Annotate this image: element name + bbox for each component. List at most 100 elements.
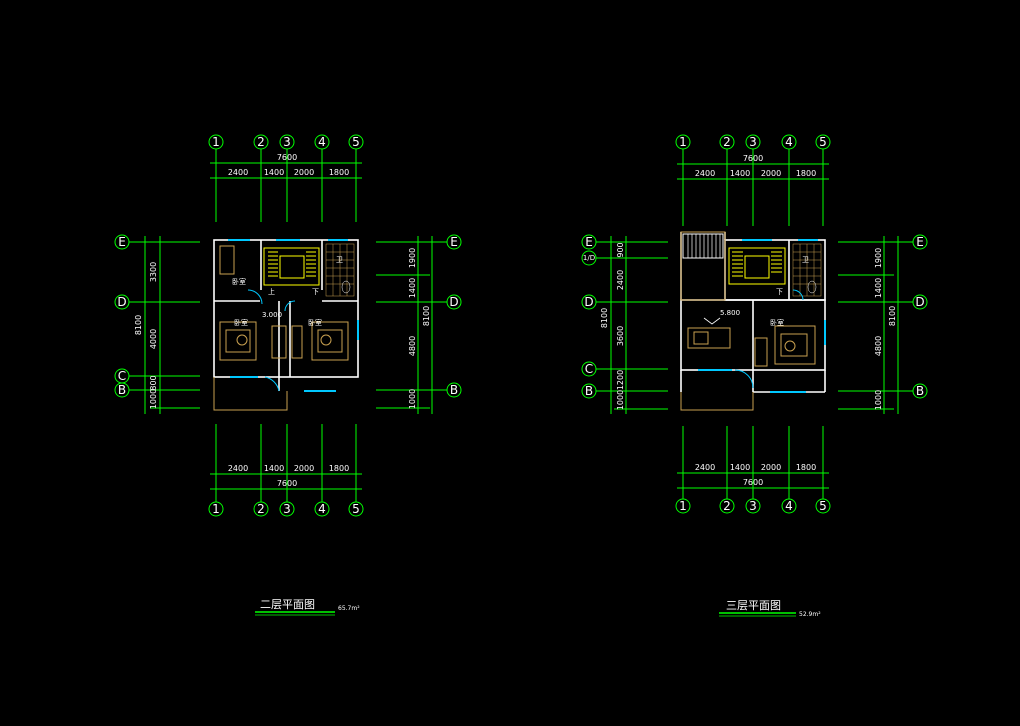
axis-label-1-bottom: 1 bbox=[212, 502, 220, 516]
dim-right-4: 1000 bbox=[408, 389, 417, 409]
dim-seg-top-2: 1400 bbox=[264, 168, 284, 177]
dim-left-total: 8100 bbox=[600, 308, 609, 328]
axis-label-E-left: E bbox=[118, 235, 126, 249]
plan-title: 二层平面图 bbox=[260, 598, 315, 611]
room-label-bedroom-2: 卧室 bbox=[234, 318, 248, 327]
plan-title: 三层平面图 bbox=[726, 599, 781, 612]
balcony bbox=[213, 377, 288, 411]
dim-left-3: 3600 bbox=[616, 326, 625, 346]
dim-seg-top-4: 1800 bbox=[796, 169, 816, 178]
dim-seg-bottom-2: 1400 bbox=[264, 464, 284, 473]
room-label-bathroom: 卫 bbox=[802, 256, 809, 264]
axis-label-1: 1 bbox=[679, 135, 687, 149]
axis-label-D-left: D bbox=[117, 295, 126, 309]
dim-total-bottom: 7600 bbox=[277, 479, 297, 488]
dim-right-4: 1000 bbox=[874, 390, 883, 410]
dim-seg-bottom-3: 2000 bbox=[761, 463, 781, 472]
axis-label-1D-left: 1/D bbox=[583, 254, 595, 262]
plan-second-floor: 1 2 3 4 5 1 2 3 4 5 E D C B E D B bbox=[114, 134, 462, 616]
axis-label-2: 2 bbox=[257, 135, 265, 149]
axis-label-C-left: C bbox=[118, 369, 126, 383]
dim-seg-bottom-1: 2400 bbox=[228, 464, 248, 473]
axis-label-5-bottom: 5 bbox=[352, 502, 360, 516]
axis-label-C-left: C bbox=[585, 362, 593, 376]
dim-right-2: 1400 bbox=[874, 278, 883, 298]
stair bbox=[263, 247, 320, 286]
dim-seg-top-2: 1400 bbox=[730, 169, 750, 178]
dim-left-total: 8100 bbox=[134, 315, 143, 335]
dim-seg-bottom-4: 1800 bbox=[796, 463, 816, 472]
terrace bbox=[680, 231, 754, 411]
dim-right-3: 4800 bbox=[408, 336, 417, 356]
dim-total-bottom: 7600 bbox=[743, 478, 763, 487]
axis-label-E-left: E bbox=[585, 235, 593, 249]
level-mark: 3.000 bbox=[262, 311, 282, 319]
stair-up-label: 上 bbox=[268, 287, 275, 296]
dim-seg-top-1: 2400 bbox=[228, 168, 248, 177]
dim-seg-top-1: 2400 bbox=[695, 169, 715, 178]
dim-total-top: 7600 bbox=[277, 153, 297, 162]
axis-label-D-left: D bbox=[584, 295, 593, 309]
dim-right-3: 4800 bbox=[874, 336, 883, 356]
dim-left-2: 2400 bbox=[616, 270, 625, 290]
dim-seg-top-3: 2000 bbox=[294, 168, 314, 177]
axis-label-2-bottom: 2 bbox=[723, 499, 731, 513]
dim-right-total: 8100 bbox=[888, 306, 897, 326]
dim-seg-bottom-3: 2000 bbox=[294, 464, 314, 473]
axis-label-D-right: D bbox=[449, 295, 458, 309]
dim-seg-bottom-4: 1800 bbox=[329, 464, 349, 473]
dim-right-2: 1400 bbox=[408, 278, 417, 298]
axis-label-3: 3 bbox=[749, 135, 757, 149]
axis-label-5: 5 bbox=[352, 135, 360, 149]
dim-left-1: 3300 bbox=[149, 262, 158, 282]
dim-left-1: 900 bbox=[616, 242, 625, 257]
axis-label-2-bottom: 2 bbox=[257, 502, 265, 516]
axis-label-3-bottom: 3 bbox=[283, 502, 291, 516]
doors bbox=[734, 289, 804, 389]
level-marker bbox=[703, 317, 721, 325]
dim-left-4: 1000 bbox=[149, 389, 158, 409]
axis-label-1-bottom: 1 bbox=[679, 499, 687, 513]
dim-right-1: 1900 bbox=[874, 248, 883, 268]
bathroom-tiles bbox=[792, 243, 822, 297]
room-label-bedroom: 卧室 bbox=[770, 318, 784, 327]
plan-area: 65.7m² bbox=[338, 605, 360, 612]
doors bbox=[247, 289, 296, 392]
room-label-bathroom: 卫 bbox=[336, 256, 343, 264]
axis-label-4: 4 bbox=[785, 135, 793, 149]
axis-label-1: 1 bbox=[212, 135, 220, 149]
furniture bbox=[219, 245, 349, 361]
dim-right-total: 8100 bbox=[422, 306, 431, 326]
axis-label-3: 3 bbox=[283, 135, 291, 149]
axis-label-2: 2 bbox=[723, 135, 731, 149]
axis-label-E-right: E bbox=[916, 235, 924, 249]
dim-total-top: 7600 bbox=[743, 154, 763, 163]
stair-down-label: 下 bbox=[312, 288, 319, 296]
dim-left-2: 4000 bbox=[149, 329, 158, 349]
dim-left-4: 1200 bbox=[616, 370, 625, 390]
dim-seg-top-3: 2000 bbox=[761, 169, 781, 178]
windows bbox=[228, 239, 359, 392]
axis-label-5-bottom: 5 bbox=[819, 499, 827, 513]
dim-left-5: 1000 bbox=[616, 390, 625, 410]
dim-seg-bottom-1: 2400 bbox=[695, 463, 715, 472]
bathroom-tiles bbox=[325, 243, 355, 297]
axis-label-B-right: B bbox=[916, 384, 924, 398]
level-mark: 5.800 bbox=[720, 309, 740, 317]
axis-label-E-right: E bbox=[450, 235, 458, 249]
dim-seg-bottom-2: 1400 bbox=[730, 463, 750, 472]
axis-label-3-bottom: 3 bbox=[749, 499, 757, 513]
terrace-hatch bbox=[687, 234, 721, 258]
axis-label-4-bottom: 4 bbox=[318, 502, 326, 516]
axis-label-B-right: B bbox=[450, 383, 458, 397]
axis-label-5: 5 bbox=[819, 135, 827, 149]
plan-third-floor: 1 2 3 4 5 1 2 3 4 5 E 1/D D C B E D B bbox=[581, 134, 928, 618]
stair-down-label: 下 bbox=[776, 288, 783, 296]
axis-label-B-left: B bbox=[118, 383, 126, 397]
axis-label-D-right: D bbox=[915, 295, 924, 309]
furniture bbox=[687, 325, 816, 367]
dim-left-3: 800 bbox=[149, 375, 158, 390]
room-label-bedroom-3: 卧室 bbox=[308, 318, 322, 327]
stair bbox=[728, 247, 786, 285]
